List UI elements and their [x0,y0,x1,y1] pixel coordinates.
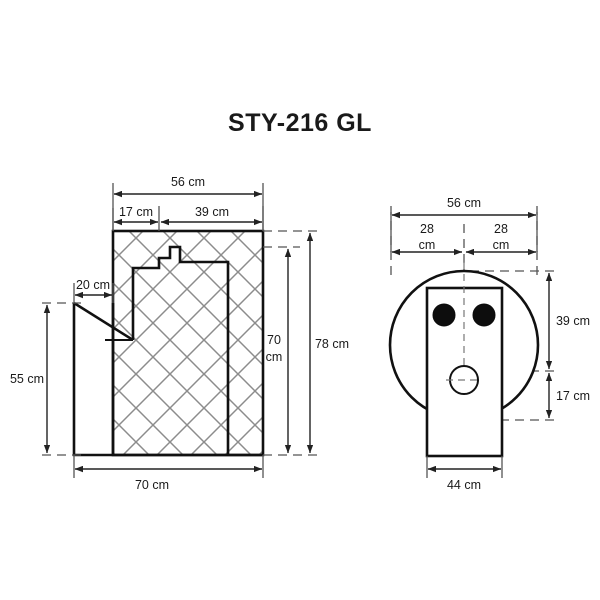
dim-label-front-overall-width: 56 cm [447,196,481,210]
dim-label-half-left-unit: cm [419,238,436,252]
dim-label-half-left-value: 28 [420,222,434,236]
dim-label-lower-height: 17 cm [556,389,590,403]
dim-label-overall-height: 78 cm [315,337,349,351]
inner-cavity-profile [131,245,230,455]
heater-port-left-icon [432,303,456,327]
dim-label-segment-left: 17 cm [119,205,153,219]
dim-label-inner-height-unit: cm [266,350,283,364]
dim-label-bench-height: 55 cm [10,372,44,386]
dim-label-bench-depth: 20 cm [76,278,110,292]
dim-label-inner-height-value: 70 [267,333,281,347]
cabinet-hatch-fill [113,231,263,455]
dim-label-half-right-unit: cm [493,238,510,252]
front-elevation-view: 56 cm 28 cm 28 cm 39 cm 17 cm 44 cm [388,196,590,492]
dim-label-half-right-value: 28 [494,222,508,236]
dim-label-base-width: 44 cm [447,478,481,492]
bench-slope-edge [73,301,134,342]
dim-label-overall-width: 56 cm [171,175,205,189]
side-elevation-view: 56 cm 17 cm 39 cm 20 cm 55 cm 70 cm 78 c… [10,175,349,492]
page-title: STY-216 GL [228,109,372,137]
dim-label-bottom-width: 70 cm [135,478,169,492]
heater-port-right-icon [472,303,496,327]
dim-label-upper-height: 39 cm [556,314,590,328]
dim-label-segment-right: 39 cm [195,205,229,219]
